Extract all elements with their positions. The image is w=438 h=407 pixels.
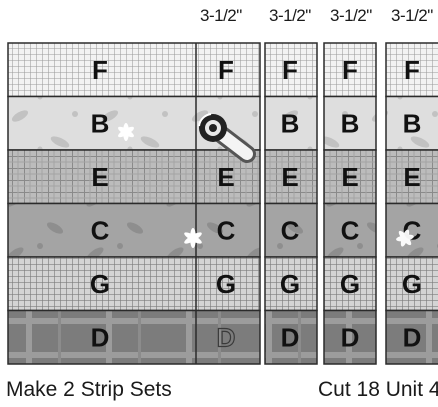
strip-letter: G	[216, 269, 236, 299]
strip-letter: E	[403, 162, 420, 192]
caption-strip-sets: Make 2 Strip Sets	[6, 378, 172, 402]
strip-letter: E	[217, 162, 234, 192]
strip-letter: B	[403, 108, 422, 138]
strip-letter: B	[281, 108, 300, 138]
strip-letter: G	[90, 269, 110, 299]
strip-letter: C	[281, 215, 300, 245]
strip-letter: F	[218, 55, 234, 85]
strip-letter: D	[281, 322, 300, 352]
strip-letter: E	[91, 162, 108, 192]
strip-letter: F	[282, 55, 298, 85]
strip-letter: F	[92, 55, 108, 85]
strip-letter: G	[280, 269, 300, 299]
strip-letter: D	[91, 322, 110, 352]
strip-letter: E	[281, 162, 298, 192]
strip-letter: C	[217, 215, 236, 245]
strip-letter: C	[91, 215, 110, 245]
strip-letter: D	[403, 322, 422, 352]
strip-letter: C	[341, 215, 360, 245]
strip-letter: G	[402, 269, 422, 299]
strip-letter: F	[342, 55, 358, 85]
strip-letter: G	[340, 269, 360, 299]
caption-cut-units: Cut 18 Unit 4	[318, 378, 438, 402]
strip-letter: D	[217, 322, 236, 352]
strip-letter: B	[341, 108, 360, 138]
strip-letter: D	[341, 322, 360, 352]
strip-letter: F	[404, 55, 420, 85]
strip-letter: B	[91, 108, 110, 138]
strip-letter: E	[341, 162, 358, 192]
